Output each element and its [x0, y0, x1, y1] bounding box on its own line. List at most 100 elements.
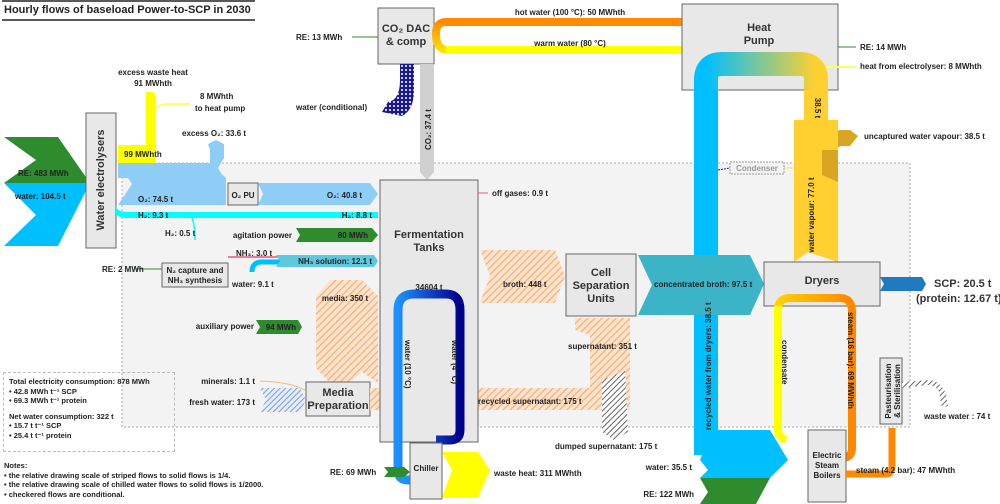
heat-to-pump-line — [155, 103, 190, 109]
hot-water-flow — [446, 18, 700, 29]
water-vapour-flow — [794, 120, 838, 262]
scp-flow — [880, 277, 926, 291]
scp-label: SCP: 20.5 t — [934, 278, 992, 290]
water-boiler-flow — [700, 430, 788, 478]
recycled-supernatant-label: recycled supernatant: 175 t — [478, 397, 582, 406]
co2-label: CO₂: 37.4 t — [424, 109, 433, 150]
re-chiller-flow — [384, 467, 410, 477]
h2-to-nh3-label: H₂: 0.5 t — [165, 229, 196, 238]
n2-capture-box — [161, 262, 229, 288]
broth-label: broth: 448 t — [503, 280, 547, 289]
nh3-solution-flow — [276, 255, 378, 267]
concentrated-broth-label: concentrated broth: 97.5 t — [654, 280, 753, 289]
electricity-item: • 69.3 MWh t⁻¹ protein — [9, 396, 87, 405]
h2-flow — [116, 207, 378, 218]
water-item: • 15.7 t t⁻¹ SCP — [9, 421, 62, 430]
concentrated-broth-flow — [638, 255, 764, 315]
re-boiler-flow — [700, 478, 770, 504]
notes: Notes: • the relative drawing scale of s… — [4, 461, 263, 499]
auxiliary-label: auxiliary power — [196, 322, 254, 331]
waste-heat-flow — [442, 452, 490, 498]
electricity-title: Total electricity consumption: 878 MWh — [9, 377, 150, 386]
notes-heading: Notes: — [4, 461, 28, 470]
auxiliary-value: 94 MWh — [266, 323, 296, 332]
water-nh3-label: water: 9.1 t — [231, 280, 274, 289]
steam-4bar-flow — [846, 428, 896, 478]
water-input-label: water: 104.5 t — [14, 192, 66, 201]
water-input-flow — [4, 183, 90, 246]
note-item: • the relative drawing scale of striped … — [4, 470, 231, 480]
off-gases-label: off gases: 0.9 t — [492, 189, 548, 198]
fresh-water-label: fresh water: 173 t — [189, 398, 255, 407]
chiller-label: Chiller — [414, 464, 439, 473]
cell-separation-box — [565, 253, 637, 317]
hot-water-label: hot water (100 °C): 50 MWhth — [515, 8, 625, 17]
re-input-label: RE: 483 MWh — [18, 169, 69, 178]
dryers-label: Dryers — [805, 275, 840, 287]
agitation-label: agitation power — [233, 231, 292, 240]
agitation-value: 80 MWh — [338, 231, 368, 240]
re-dac-label: RE: 13 MWh — [296, 33, 342, 42]
chiller-box — [409, 442, 443, 500]
heat-from-electrolyser-label: heat from electrolyser: 8 MWhth — [860, 62, 982, 71]
dumped-supernatant-label: dumped supernatant: 175 t — [555, 442, 658, 451]
water-vapour-label: water vapour: 77.0 t — [807, 177, 816, 253]
diagram-title: Hourly flows of baseload Power-to-SCP in… — [4, 4, 251, 16]
note-item: • the relative drawing scale of chilled … — [4, 480, 264, 489]
water-4c-label: water (4 °C) — [450, 339, 459, 384]
co2-flow — [420, 64, 434, 180]
water-title: Net water consumption: 322 t — [9, 411, 114, 421]
warm-water-label: warm water (80 °C) — [533, 39, 606, 48]
condensate-label: condensate — [780, 340, 789, 385]
o2-total-label: O₂: 74.5 t — [138, 195, 173, 204]
supernatant-flow — [575, 318, 630, 340]
re-nh3-label: RE: 2 MWh — [102, 265, 144, 274]
re-boiler-label: RE: 122 MWh — [643, 490, 694, 499]
electrolysers-label: Water electrolysers — [95, 129, 107, 230]
re-chiller-label: RE: 69 MWh — [330, 468, 376, 477]
fresh-water-flow — [260, 388, 306, 412]
steam-4bar-label: steam (4.2 bar): 47 MWhth — [856, 466, 955, 475]
recycled-water-label: recycled water from dryers: 38.5 t — [704, 302, 713, 430]
steam-boilers-box — [807, 429, 847, 503]
waste-heat-label: waste heat: 311 MWhth — [493, 469, 582, 478]
tank-volume-label: 34604 t — [415, 283, 442, 292]
o2-to-fermentation-flow — [258, 183, 378, 205]
h2-to-fermentation-label: H₂: 8.8 t — [342, 211, 373, 220]
nh3-solution-label: NH₃ solution: 12.1 t — [298, 257, 372, 266]
electrolyser-heat-flow — [118, 145, 156, 163]
o2-pu-label: O₂ PU — [231, 191, 254, 200]
water-conditional-label: water (conditional) — [295, 103, 367, 112]
steam-16bar-label: steam (16 bar): 69 MWhth — [846, 312, 855, 409]
vapour-to-pump-label: 38.5 t — [813, 98, 822, 119]
o2-total-flow — [118, 163, 226, 205]
pasteurisation-box — [879, 357, 903, 425]
excess-o2-label: excess O₂: 33.6 t — [182, 129, 246, 138]
vapour-to-pump-flow — [804, 90, 828, 122]
condensate-flow — [774, 306, 788, 444]
chilled-water-loop — [393, 289, 465, 470]
uncaptured-vapour-label: uncaptured water vapour: 38.5 t — [864, 132, 985, 141]
o2-pu-box — [227, 182, 259, 206]
auxiliary-power-flow — [256, 320, 302, 334]
broth-flow — [480, 250, 565, 303]
co2-dac-box — [377, 7, 435, 65]
water-nh3-flow — [249, 259, 280, 273]
electricity-item: • 42.8 MWh t⁻¹ SCP — [9, 386, 77, 396]
summary-box: Total electricity consumption: 878 MWh •… — [3, 372, 175, 452]
media-flow — [316, 280, 378, 383]
o2-to-fermentation-label: O₂: 40.8 t — [327, 191, 362, 200]
pasteurisation-label: Pasteurisation& Sterilisation — [884, 363, 902, 418]
h2-to-nh3-line — [191, 217, 196, 241]
supernatant-label: supernatant: 351 t — [568, 342, 637, 351]
condenser-label: Condenser — [736, 164, 778, 173]
